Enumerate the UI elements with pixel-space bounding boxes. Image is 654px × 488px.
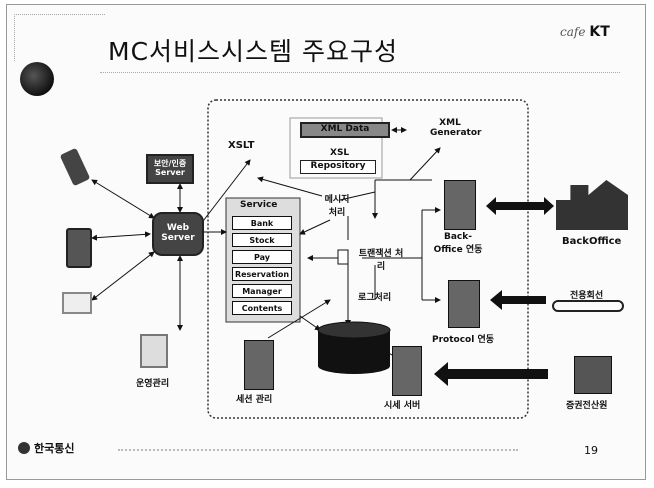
slide <box>6 4 646 480</box>
dedicated-line-icon <box>552 300 624 312</box>
xslt-label: XSLT <box>228 140 255 151</box>
backoffice-label: BackOffice <box>562 236 622 247</box>
pda-icon <box>66 228 92 268</box>
backoffice-link-label: Back-Office 연동 <box>433 232 483 255</box>
corner-decoration <box>14 14 105 61</box>
protocol-link-label: Protocol 연동 <box>432 335 494 345</box>
xsl-label: XSL <box>330 148 350 158</box>
session-mgmt-label: 세션 관리 <box>236 395 273 405</box>
dedicated-line-label: 전용회선 <box>570 291 604 301</box>
footer-divider <box>118 449 518 451</box>
service-bank: Bank <box>232 216 292 230</box>
system-boundary <box>207 99 529 419</box>
securities-center-label: 증권전산원 <box>566 401 608 411</box>
xml-generator-label: XML Generator <box>430 118 482 138</box>
service-reservation: Reservation <box>232 267 292 281</box>
page-title: MC서비스시스템 주요구성 <box>108 37 398 66</box>
page-number: 19 <box>584 444 598 457</box>
session-server-icon <box>244 340 274 390</box>
footer-logo: 한국통신 <box>18 440 74 456</box>
quote-server-label: 시세 서버 <box>384 401 421 411</box>
desktop-icon <box>140 334 168 368</box>
security-server-box: 보안/인증 Server <box>146 154 194 184</box>
operations-mgmt-label: 운영관리 <box>136 379 170 389</box>
log-processing-label: 로그처리 <box>358 293 392 303</box>
database-icon <box>317 321 391 374</box>
xml-data-box: XML Data <box>300 122 390 138</box>
service-manager: Manager <box>232 284 292 298</box>
securities-building-icon <box>574 356 612 394</box>
service-pay: Pay <box>232 250 292 264</box>
backoffice-server-icon <box>444 180 476 230</box>
protocol-server-icon <box>448 280 480 328</box>
web-server-box: Web Server <box>152 212 204 256</box>
laptop-icon <box>62 292 92 314</box>
orb-icon <box>20 62 54 96</box>
service-stock: Stock <box>232 233 292 247</box>
repository-box: Repository <box>300 160 376 174</box>
title-divider <box>100 72 620 75</box>
transaction-processing-label: 트랜잭션 처리 <box>358 249 404 272</box>
company-logo-icon <box>18 442 30 454</box>
service-title: Service <box>240 200 278 210</box>
quote-server-icon <box>392 346 422 396</box>
service-contents: Contents <box>232 301 292 315</box>
message-processing-label: 메시지 처리 <box>324 195 350 218</box>
